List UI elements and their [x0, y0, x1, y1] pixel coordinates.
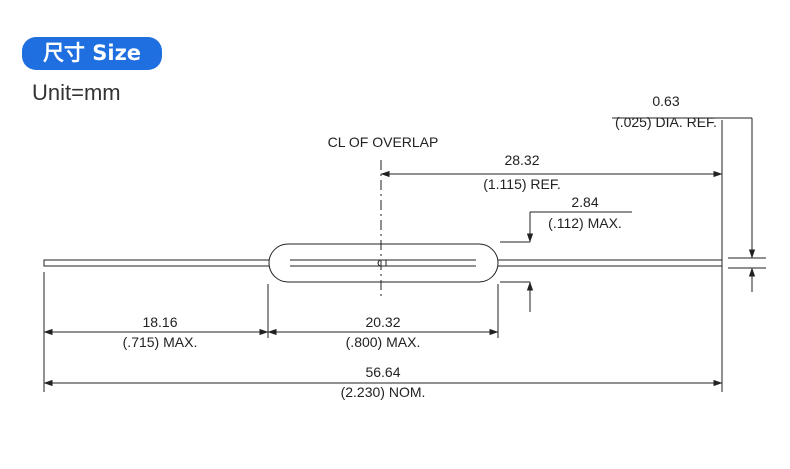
overlap-label: CL OF OVERLAP [328, 134, 439, 150]
dim-overall-inch: (2.230) NOM. [341, 384, 426, 400]
dim-left-lead-inch: (.715) MAX. [123, 334, 198, 350]
dim-glass-dia-inch: (.112) MAX. [548, 215, 622, 231]
unit-label: Unit=mm [32, 80, 121, 105]
left-reed [290, 259, 387, 267]
right-reed [377, 259, 476, 267]
dim-overlap-to-end-mm: 28.32 [504, 152, 539, 168]
right-lead-wire [491, 259, 723, 267]
dim-left-lead-mm: 18.16 [142, 314, 177, 330]
dim-overall-mm: 56.64 [365, 364, 400, 380]
dim-glass-dia-mm: 2.84 [571, 194, 598, 210]
dim-wire-dia-inch: (.025) DIA. REF. [615, 114, 717, 130]
size-badge: 尺寸 Size [22, 37, 162, 70]
dim-glass-length-inch: (.800) MAX. [346, 334, 421, 350]
left-lead-wire [43, 259, 273, 267]
dim-wire-dia-mm: 0.63 [652, 93, 679, 109]
glass-envelope [268, 243, 499, 283]
dim-glass-length-mm: 20.32 [365, 314, 400, 330]
dim-overlap-to-end-inch: (1.115) REF. [483, 176, 561, 192]
